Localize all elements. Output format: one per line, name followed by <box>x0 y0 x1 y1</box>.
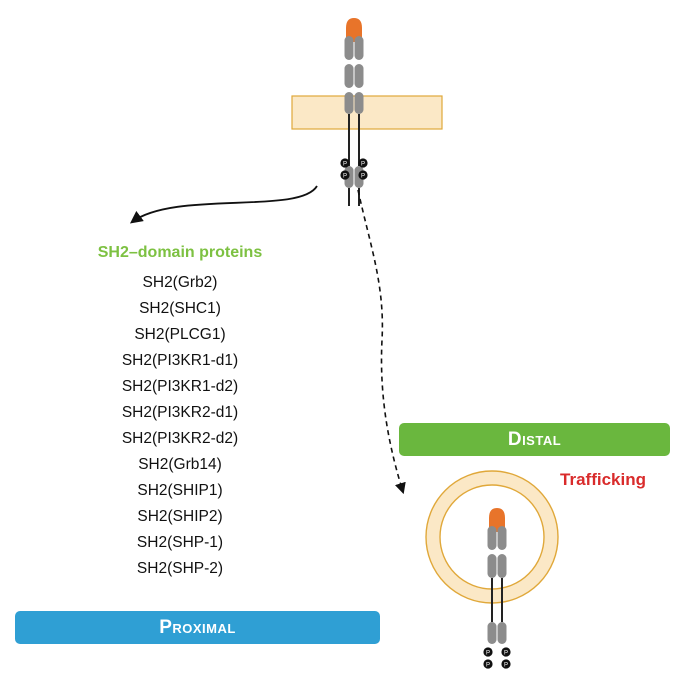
trafficking-label: Trafficking <box>560 470 646 489</box>
proximal-signaling-arrow <box>129 185 318 224</box>
sh2-protein-item: SH2(Grb14) <box>138 456 222 473</box>
phospho-label: P <box>504 651 508 657</box>
phospho-site <box>483 647 493 657</box>
trafficking-arrow <box>357 189 406 495</box>
sh2-protein-item: SH2(PI3KR1-d1) <box>121 352 239 369</box>
sh2-protein-item: SH2(SHIP2) <box>137 508 223 525</box>
phospho-site <box>358 158 368 168</box>
phospho-site <box>358 170 368 180</box>
sh2-protein-item: SH2(Grb2) <box>142 274 218 291</box>
sh2-protein-item: SH2(PI3KR2-d1) <box>121 404 239 421</box>
phospho-label: P <box>486 663 490 669</box>
sh2-domain-proteins-title: SH2–domain proteins <box>97 244 263 261</box>
plasma-membrane <box>291 95 443 130</box>
sh2-protein-item: SH2(PI3KR1-d2) <box>121 378 239 395</box>
top-phospho-sites: P P P P <box>340 158 368 180</box>
phospho-site <box>340 170 350 180</box>
phospho-label: P <box>343 162 347 168</box>
sh2-protein-item: SH2(SHC1) <box>139 300 221 317</box>
phospho-label: P <box>361 162 365 168</box>
sh2-protein-item: SH2(SHIP1) <box>137 482 223 499</box>
phospho-site <box>340 158 350 168</box>
sh2-protein-item: SH2(SHP-1) <box>136 534 224 551</box>
phospho-site <box>483 659 493 669</box>
sh2-protein-list: SH2(Grb2) SH2(SHC1) SH2(PLCG1) SH2(PI3KR… <box>80 270 280 582</box>
sh2-protein-item: SH2(PI3KR2-d2) <box>121 430 239 447</box>
sh2-protein-item: SH2(PLCG1) <box>134 326 226 343</box>
endosome-phospho-sites: P P P P <box>483 647 511 669</box>
phospho-site <box>501 647 511 657</box>
phospho-label: P <box>361 174 365 180</box>
sh2-protein-item: SH2(SHP-2) <box>136 560 224 577</box>
distal-label-bar: Distal <box>399 423 670 456</box>
phospho-label: P <box>343 174 347 180</box>
phospho-label: P <box>486 651 490 657</box>
endosome-receptor <box>487 508 507 644</box>
phospho-label: P <box>504 663 508 669</box>
phospho-site <box>501 659 511 669</box>
proximal-label-bar: Proximal <box>15 611 380 644</box>
